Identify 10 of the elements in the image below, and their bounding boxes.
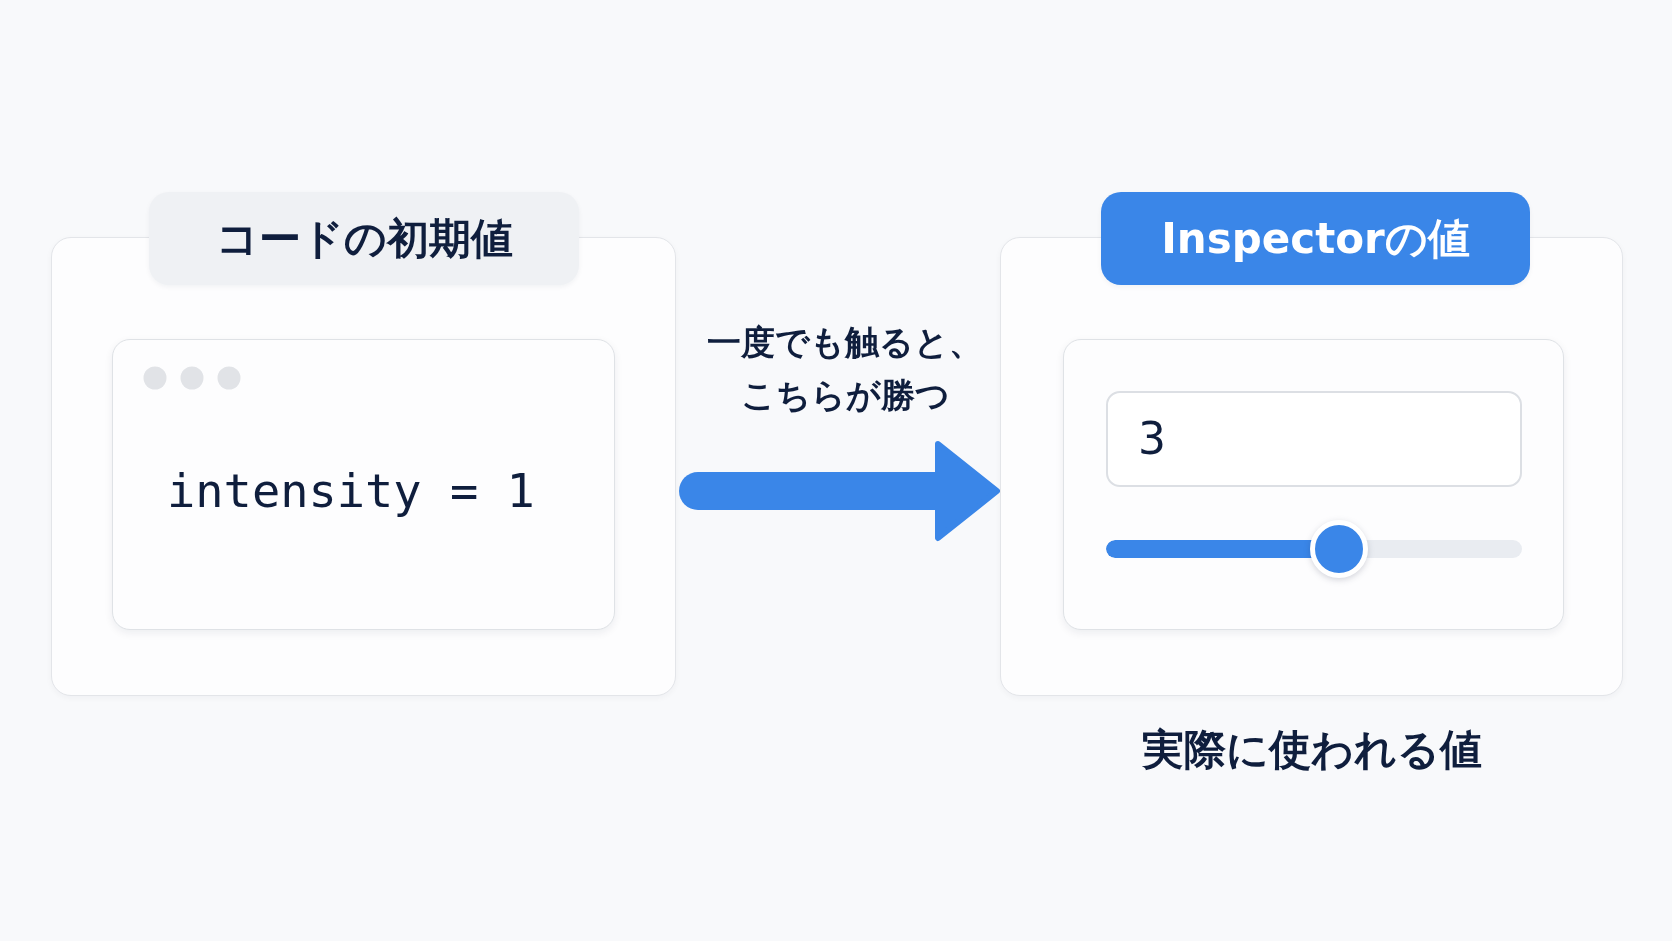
panel-heading: コードの初期値 bbox=[149, 192, 579, 285]
input-field: 3 bbox=[1106, 391, 1522, 487]
node-caption: 実際に使われる値 bbox=[1141, 725, 1482, 775]
code-window bbox=[112, 339, 615, 630]
panel-card bbox=[51, 192, 676, 696]
inspector-card bbox=[1063, 339, 1564, 630]
panel-heading: Inspectorの値 bbox=[1101, 192, 1530, 285]
code-text: intensity = 1 bbox=[167, 462, 535, 520]
arrow bbox=[679, 441, 1000, 541]
panel-card bbox=[1000, 192, 1623, 696]
